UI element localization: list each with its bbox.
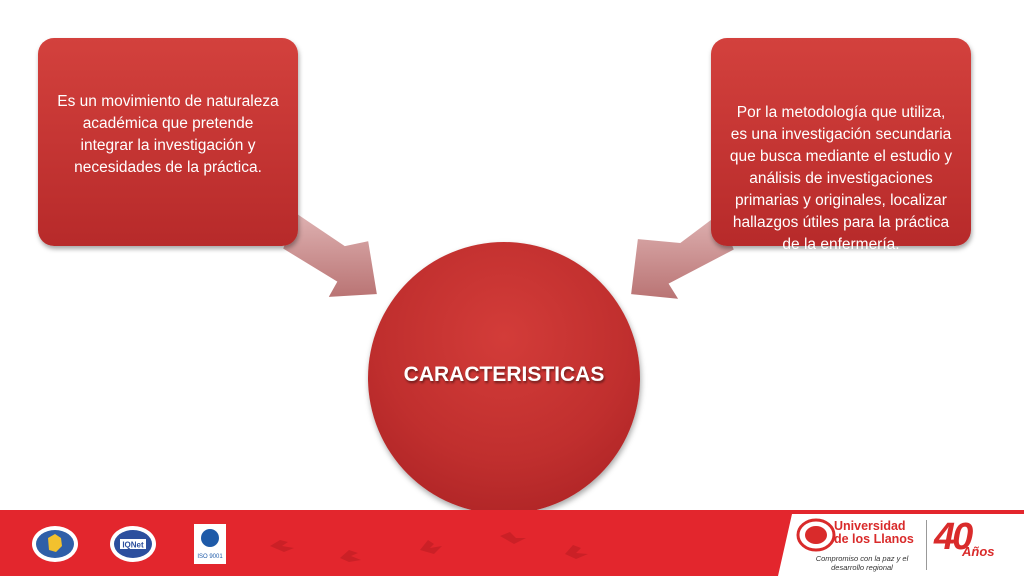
university-tagline: Compromiso con la paz y el desarrollo re… [815,554,909,572]
iso-label: ISO 9001 [197,554,223,560]
university-shield-icon [796,518,836,552]
bird-silhouettes-decoration [270,532,588,562]
right-arrow [628,210,737,302]
footer-band [0,510,1024,576]
left-characteristic-box: Es un movimiento de naturaleza académica… [38,38,298,246]
center-label: CARACTERISTICAS [403,363,605,386]
icontec-iso-9001-icon: ISO 9001 [190,522,230,566]
colombia-seal-icon [30,524,80,564]
anniversary-number: 40 [934,516,973,558]
anniversary-word: Años [962,544,995,559]
left-characteristic-text: Es un movimiento de naturaleza académica… [57,93,279,176]
right-characteristic-box: Por la metodología que utiliza, es una i… [711,38,971,253]
brand-divider [926,520,927,570]
left-arrow [280,210,380,300]
university-brand: Universidad de los Llanos Compromiso con… [792,514,1024,576]
right-characteristic-text: Por la metodología que utiliza, es una i… [729,104,953,253]
iqnet-label: IQNet [122,541,144,550]
iqnet-certification-icon: IQNet [108,524,158,564]
university-name: Universidad de los Llanos [834,519,914,546]
center-circle: CARACTERISTICAS [368,242,640,514]
